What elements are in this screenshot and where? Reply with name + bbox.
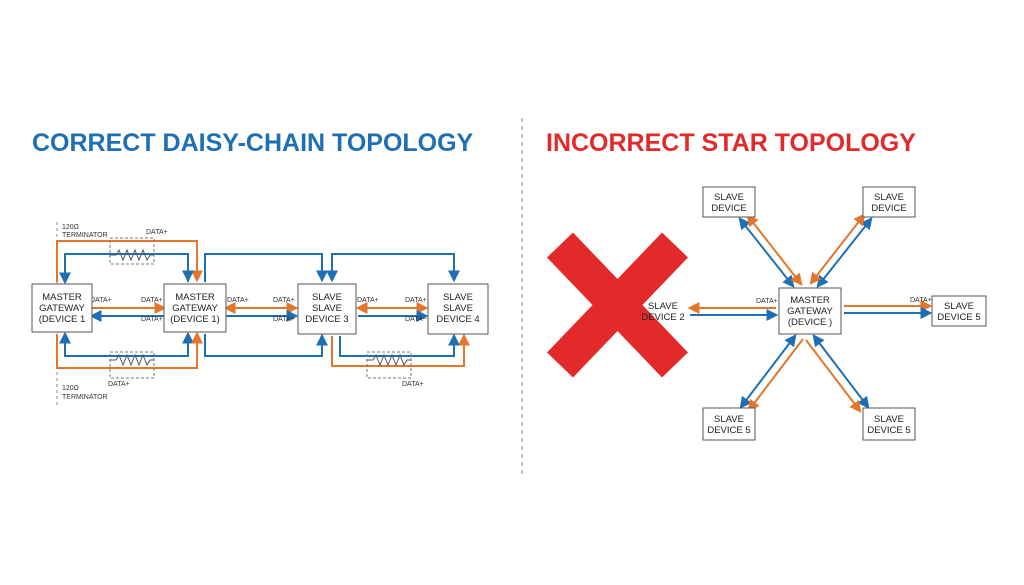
star-node-right: SLAVE DEVICE 5 xyxy=(931,295,987,327)
node-bl-line1: SLAVE xyxy=(714,414,744,425)
terminator-bottom-label: TERMINATOR xyxy=(62,394,108,401)
device-3-line2: SLAVE xyxy=(312,303,342,314)
hub-line2: GATEWAY xyxy=(787,306,833,317)
node-tl-line1: SLAVE xyxy=(714,192,744,203)
bus-bottom-blue-d3-d4 xyxy=(339,333,460,357)
device-4-line1: SLAVE xyxy=(443,292,473,303)
device-3-line3: DEVICE 3 xyxy=(305,314,348,325)
terminator-top-label: TERMINATOR xyxy=(62,232,108,239)
node-br-line2: DEVICE 5 xyxy=(867,425,910,436)
terminator-bottom-value: 120Ω xyxy=(62,385,79,392)
incorrect-x-icon xyxy=(547,232,688,378)
resistor-bottom1-icon xyxy=(110,353,154,367)
node-r-line1: SLAVE xyxy=(944,301,974,312)
device-3-line1: SLAVE xyxy=(312,292,342,303)
label-d2-in-bot: DATA+ xyxy=(141,316,163,323)
label-d4-in-top: DATA+ xyxy=(405,297,427,304)
node-br-line1: SLAVE xyxy=(874,414,904,425)
node-r-line2: DEVICE 5 xyxy=(937,312,980,323)
device-1-line2: GATEWAY xyxy=(39,303,85,314)
label-d3-in-bot: DATA+ xyxy=(273,316,295,323)
star-node-left: SLAVE DEVICE 2 xyxy=(641,301,684,323)
resistor-top-icon xyxy=(110,248,154,262)
hub-line3: (DEVICE ) xyxy=(788,317,832,328)
device-4-line3: DEVICE 4 xyxy=(436,314,479,325)
node-tl-line2: DEVICE xyxy=(711,203,746,214)
label-d3-in-top: DATA+ xyxy=(273,297,295,304)
device-1-line1: MASTER xyxy=(42,292,82,303)
star-node-bottom-right: SLAVE DEVICE 5 xyxy=(862,407,916,441)
resistor-top-box xyxy=(109,237,155,265)
device-1-line3: (DEVICE 1 xyxy=(39,314,85,325)
label-top-resistor: DATA+ xyxy=(146,229,168,236)
device-3-box: SLAVE SLAVE DEVICE 3 xyxy=(297,283,357,335)
node-l-line2: DEVICE 2 xyxy=(641,312,684,323)
bus-top-blue-d3-d4 xyxy=(326,253,460,283)
device-4-line2: SLAVE xyxy=(443,303,473,314)
star-node-bottom-left: SLAVE DEVICE 5 xyxy=(702,407,756,441)
bus-top-orange-d1-d2 xyxy=(56,240,203,283)
node-bl-line2: DEVICE 5 xyxy=(707,425,750,436)
label-bottom-resistor2: DATA+ xyxy=(402,381,424,388)
device-2-line1: MASTER xyxy=(175,292,215,303)
right-title: INCORRECT STAR TOPOLOGY xyxy=(546,129,916,157)
label-d3-out: DATA+ xyxy=(357,297,379,304)
label-d2-out: DATA+ xyxy=(227,297,249,304)
label-star-right: DATA+ xyxy=(910,297,932,304)
bus-top-blue-d1-d2 xyxy=(59,253,194,285)
star-hub-box: MASTER GATEWAY (DEVICE ) xyxy=(778,287,842,335)
left-title: CORRECT DAISY-CHAIN TOPOLOGY xyxy=(32,129,474,157)
star-spokes xyxy=(687,213,933,413)
node-tr-line2: DEVICE xyxy=(871,203,906,214)
device-4-box: SLAVE SLAVE DEVICE 4 xyxy=(427,283,489,335)
device-2-line2: GATEWAY xyxy=(172,303,218,314)
bus-top-blue-d2-d3 xyxy=(187,253,322,282)
device-2-line3: (DEVICE 1) xyxy=(170,314,220,325)
label-star-left: DATA+ xyxy=(756,298,778,305)
star-node-top-left: SLAVE DEVICE xyxy=(702,186,756,218)
hub-line1: MASTER xyxy=(790,295,830,306)
label-d1-out: DATA+ xyxy=(90,297,112,304)
resistor-bottom2-box xyxy=(366,351,412,379)
node-tr-line1: SLAVE xyxy=(874,192,904,203)
terminator-top-value: 120Ω xyxy=(62,224,79,231)
device-2-box: MASTER GATEWAY (DEVICE 1) xyxy=(163,283,227,333)
device-1-box: MASTER GATEWAY (DEVICE 1 xyxy=(31,283,93,333)
bus-bottom-blue-d2-d3 xyxy=(204,333,328,357)
resistor-bottom1-box xyxy=(109,351,155,379)
label-d2-in-top: DATA+ xyxy=(141,297,163,304)
resistor-bottom2-icon xyxy=(367,353,411,367)
bus-bottom-orange-d1-d2 xyxy=(56,331,203,369)
label-d4-in-bot: DATA− xyxy=(405,316,427,323)
star-node-top-right: SLAVE DEVICE xyxy=(862,186,916,218)
node-l-line1: SLAVE xyxy=(648,301,678,312)
bus-bottom-blue-d1-d2 xyxy=(59,331,194,357)
bus-bottom-orange-d3-d4 xyxy=(331,333,470,367)
label-bottom-resistor1: DATA+ xyxy=(108,381,130,388)
